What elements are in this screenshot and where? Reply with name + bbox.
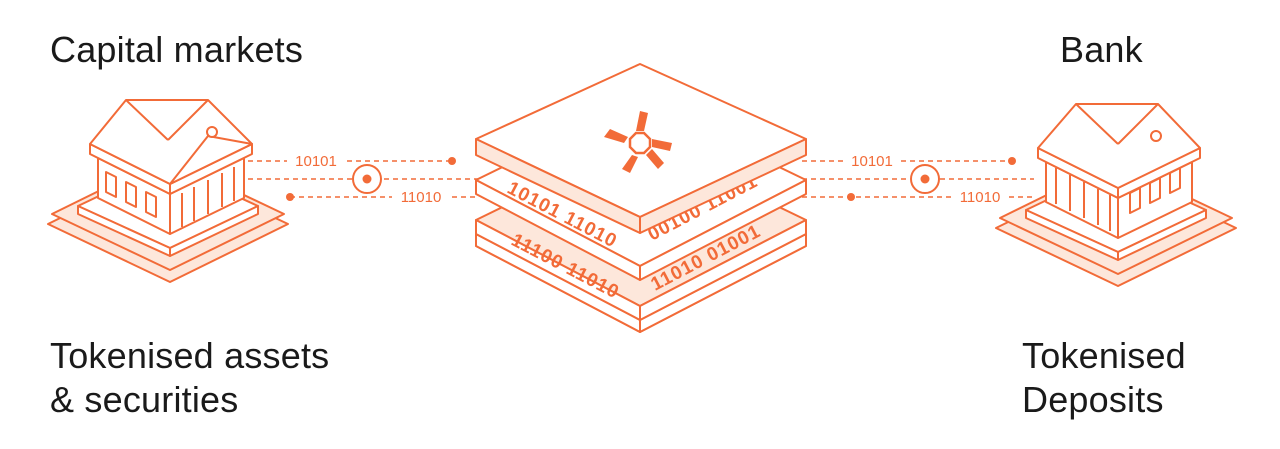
- target-node-icon: [352, 164, 382, 194]
- capital-markets-label: Capital markets: [50, 29, 304, 70]
- left-top-dot: [448, 157, 456, 165]
- right-connector: 10101 11010: [802, 150, 1034, 206]
- right-top-dot: [1008, 157, 1016, 165]
- tokenised-deposits-line2: Deposits: [1022, 379, 1164, 420]
- tokenised-deposits-line1: Tokenised: [1022, 335, 1186, 376]
- left-connector: 10101 11010: [248, 150, 478, 206]
- right-top-code: 10101: [851, 153, 893, 170]
- tokenised-assets-line1: Tokenised assets: [50, 335, 330, 376]
- right-top-code-bg: [843, 150, 901, 170]
- asterisk-logo-icon: [604, 111, 672, 173]
- ledger-stack: 11100 11010 11010 01001 10101 11010 0010…: [475, 63, 807, 333]
- left-bottom-dot: [286, 193, 294, 201]
- left-bottom-code-bg: [392, 186, 450, 206]
- left-top-code: 10101: [295, 153, 337, 170]
- left-top-code-bg: [287, 150, 345, 170]
- target-node-icon: [910, 164, 940, 194]
- bank-building-icon: [47, 99, 289, 283]
- bank-building-icon: [995, 103, 1237, 287]
- right-bottom-code-bg: [951, 186, 1009, 206]
- right-bottom-dot: [847, 193, 855, 201]
- tokenised-deposits-label: Tokenised Deposits: [1022, 334, 1186, 422]
- tokenised-assets-line2: & securities: [50, 379, 239, 420]
- left-bottom-code: 11010: [401, 189, 442, 206]
- tokenised-assets-label: Tokenised assets & securities: [50, 334, 329, 422]
- right-bottom-code: 11010: [960, 189, 1001, 206]
- bank-label: Bank: [1060, 29, 1143, 70]
